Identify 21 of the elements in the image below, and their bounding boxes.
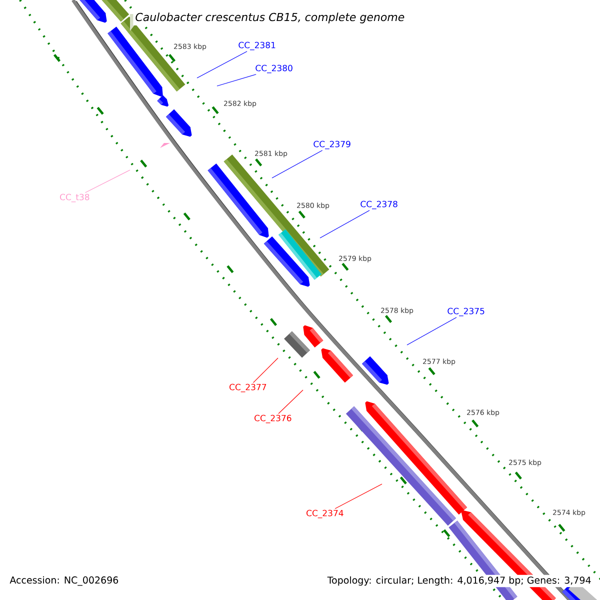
leader-line	[196, 51, 248, 78]
leader-line	[334, 484, 382, 509]
summary-text: Topology: circular; Length: 4,016,947 bp; Genes: 3,794	[326, 574, 593, 588]
title: Caulobacter crescentus CB15, complete genome	[133, 10, 407, 26]
gene-label: CC_2374	[306, 510, 344, 518]
leader-line	[272, 150, 323, 178]
gene-label: CC_2375	[448, 308, 484, 316]
leader-line	[216, 74, 256, 86]
gene-label: CC_2381	[238, 42, 276, 50]
leader-line	[406, 317, 457, 346]
gene-label: CC_2378	[360, 200, 398, 210]
leader-line	[320, 210, 370, 238]
gene-label: CC_2379	[314, 140, 350, 150]
gene-label: CC_2380	[256, 64, 292, 74]
gene-label: CC_2377	[230, 384, 266, 392]
leader-line	[84, 170, 130, 193]
accession-text: Accession: NC_002696	[8, 574, 120, 588]
gene-label: CC_t38	[60, 194, 90, 202]
gene-label: CC_2376	[254, 414, 292, 424]
leader-line	[278, 390, 304, 414]
leader-line	[253, 358, 278, 383]
